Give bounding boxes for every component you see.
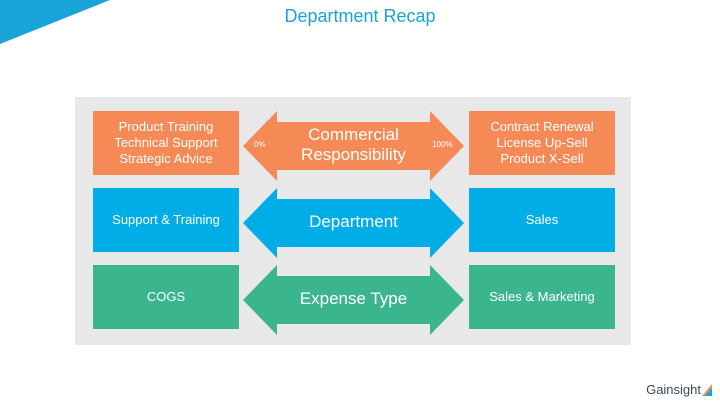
arrow-label-line: Responsibility bbox=[301, 145, 406, 164]
arrow-label-expense-type: Expense Type bbox=[299, 289, 408, 308]
double-arrow-expense-type bbox=[243, 265, 464, 335]
logo-mark-icon bbox=[702, 383, 712, 396]
left-box-support-training: Support & Training bbox=[93, 188, 239, 252]
right-box-sales: Sales bbox=[469, 188, 615, 252]
double-arrow-commercial bbox=[243, 111, 464, 181]
corner-accent-shape bbox=[0, 0, 110, 44]
percent-label-min: 0% bbox=[254, 140, 266, 149]
right-box-sales-activities: Contract Renewal License Up-Sell Product… bbox=[469, 111, 615, 175]
arrow-label-department: Department bbox=[309, 212, 398, 231]
right-box-sales-marketing: Sales & Marketing bbox=[469, 265, 615, 329]
right-box-label: Sales & Marketing bbox=[489, 289, 595, 304]
gainsight-logo: Gainsight bbox=[646, 382, 712, 397]
left-box-label: Support & Training bbox=[112, 212, 220, 227]
left-box-label: COGS bbox=[146, 289, 186, 304]
left-box-line: Product Training bbox=[118, 119, 214, 134]
double-arrow-department bbox=[243, 188, 464, 258]
left-box-cogs: COGS bbox=[93, 265, 239, 329]
left-box-line: Technical Support bbox=[114, 135, 218, 150]
percent-label-max: 100% bbox=[432, 140, 453, 149]
logo-wordmark: Gainsight bbox=[646, 382, 701, 397]
left-box-line: Strategic Advice bbox=[119, 151, 213, 166]
right-box-label: Sales bbox=[525, 212, 559, 227]
left-box-support-activities: Product Training Technical Support Strat… bbox=[93, 111, 239, 175]
right-box-line: License Up-Sell bbox=[496, 135, 588, 150]
arrow-label-line: Commercial bbox=[308, 125, 399, 144]
arrow-label-commercial-responsibility: Commercial Responsibility bbox=[243, 125, 464, 165]
right-box-line: Contract Renewal bbox=[490, 119, 594, 134]
page-title: Department Recap bbox=[284, 6, 436, 26]
right-box-line: Product X-Sell bbox=[500, 151, 584, 166]
